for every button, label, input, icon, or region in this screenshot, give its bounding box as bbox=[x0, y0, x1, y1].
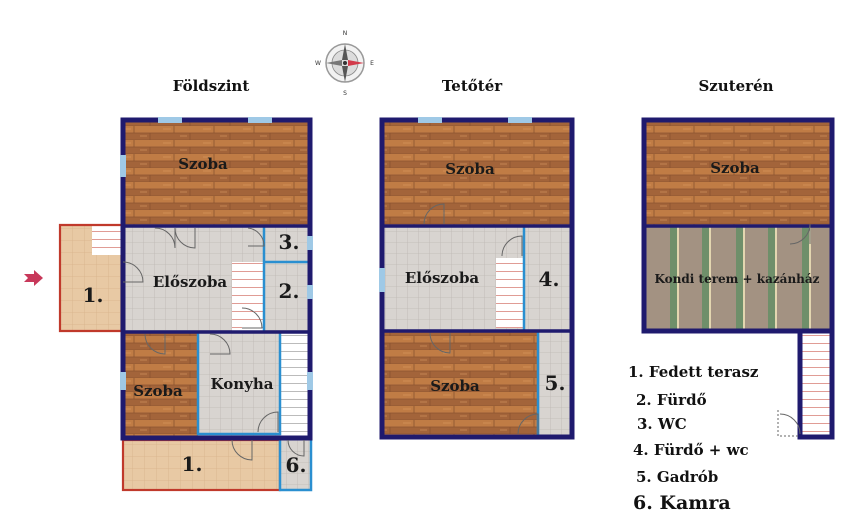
attic-wardrobe-number: 5. bbox=[545, 371, 566, 395]
ground-bath-number: 2. bbox=[279, 279, 300, 303]
ground-floor-plan: Szoba Előszoba Szoba Konyha 1. 1. 3. 2. … bbox=[24, 117, 313, 492]
compass-w-label: W bbox=[315, 60, 321, 67]
ground-bottom-terrace-number: 1. bbox=[182, 452, 203, 476]
basement-szoba-label: Szoba bbox=[710, 159, 760, 177]
attic-plan: Szoba Előszoba Szoba 4. 5. bbox=[379, 117, 575, 440]
attic-szoba-top-label: Szoba bbox=[445, 160, 495, 178]
legend-item: 3. WC bbox=[637, 415, 687, 433]
ground-wc-number: 3. bbox=[279, 230, 300, 254]
legend: 1. Fedett terasz 2. Fürdő 3. WC 4. Fürdő… bbox=[628, 363, 759, 514]
ground-pantry-number: 6. bbox=[286, 453, 307, 477]
ground-floor-title: Földszint bbox=[173, 77, 250, 95]
legend-item: 2. Fürdő bbox=[636, 391, 707, 409]
basement-gym-label: Kondi terem + kazánház bbox=[655, 272, 820, 286]
ground-szoba-top-label: Szoba bbox=[178, 155, 228, 173]
legend-item: 5. Gadrób bbox=[636, 468, 718, 486]
attic-bath-number: 4. bbox=[539, 267, 560, 291]
compass-rose: N S E W bbox=[315, 30, 374, 97]
attic-szoba-bottom-label: Szoba bbox=[430, 377, 480, 395]
ground-konyha-label: Konyha bbox=[211, 375, 274, 393]
entry-arrow-icon bbox=[24, 270, 43, 286]
legend-item: 1. Fedett terasz bbox=[628, 363, 759, 381]
compass-s-label: S bbox=[343, 90, 347, 97]
legend-item: 6. Kamra bbox=[633, 492, 731, 514]
basement-plan: Szoba Kondi terem + kazánház bbox=[641, 117, 835, 440]
attic-eloszoba-label: Előszoba bbox=[405, 269, 480, 287]
ground-eloszoba-label: Előszoba bbox=[153, 273, 228, 291]
legend-item: 4. Fürdő + wc bbox=[633, 441, 749, 459]
compass-e-label: E bbox=[370, 60, 374, 67]
ground-terrace-number: 1. bbox=[83, 283, 104, 307]
compass-n-label: N bbox=[343, 30, 348, 37]
basement-title: Szuterén bbox=[698, 77, 773, 95]
attic-title: Tetőtér bbox=[442, 77, 503, 95]
ground-szoba-small-label: Szoba bbox=[133, 382, 183, 400]
